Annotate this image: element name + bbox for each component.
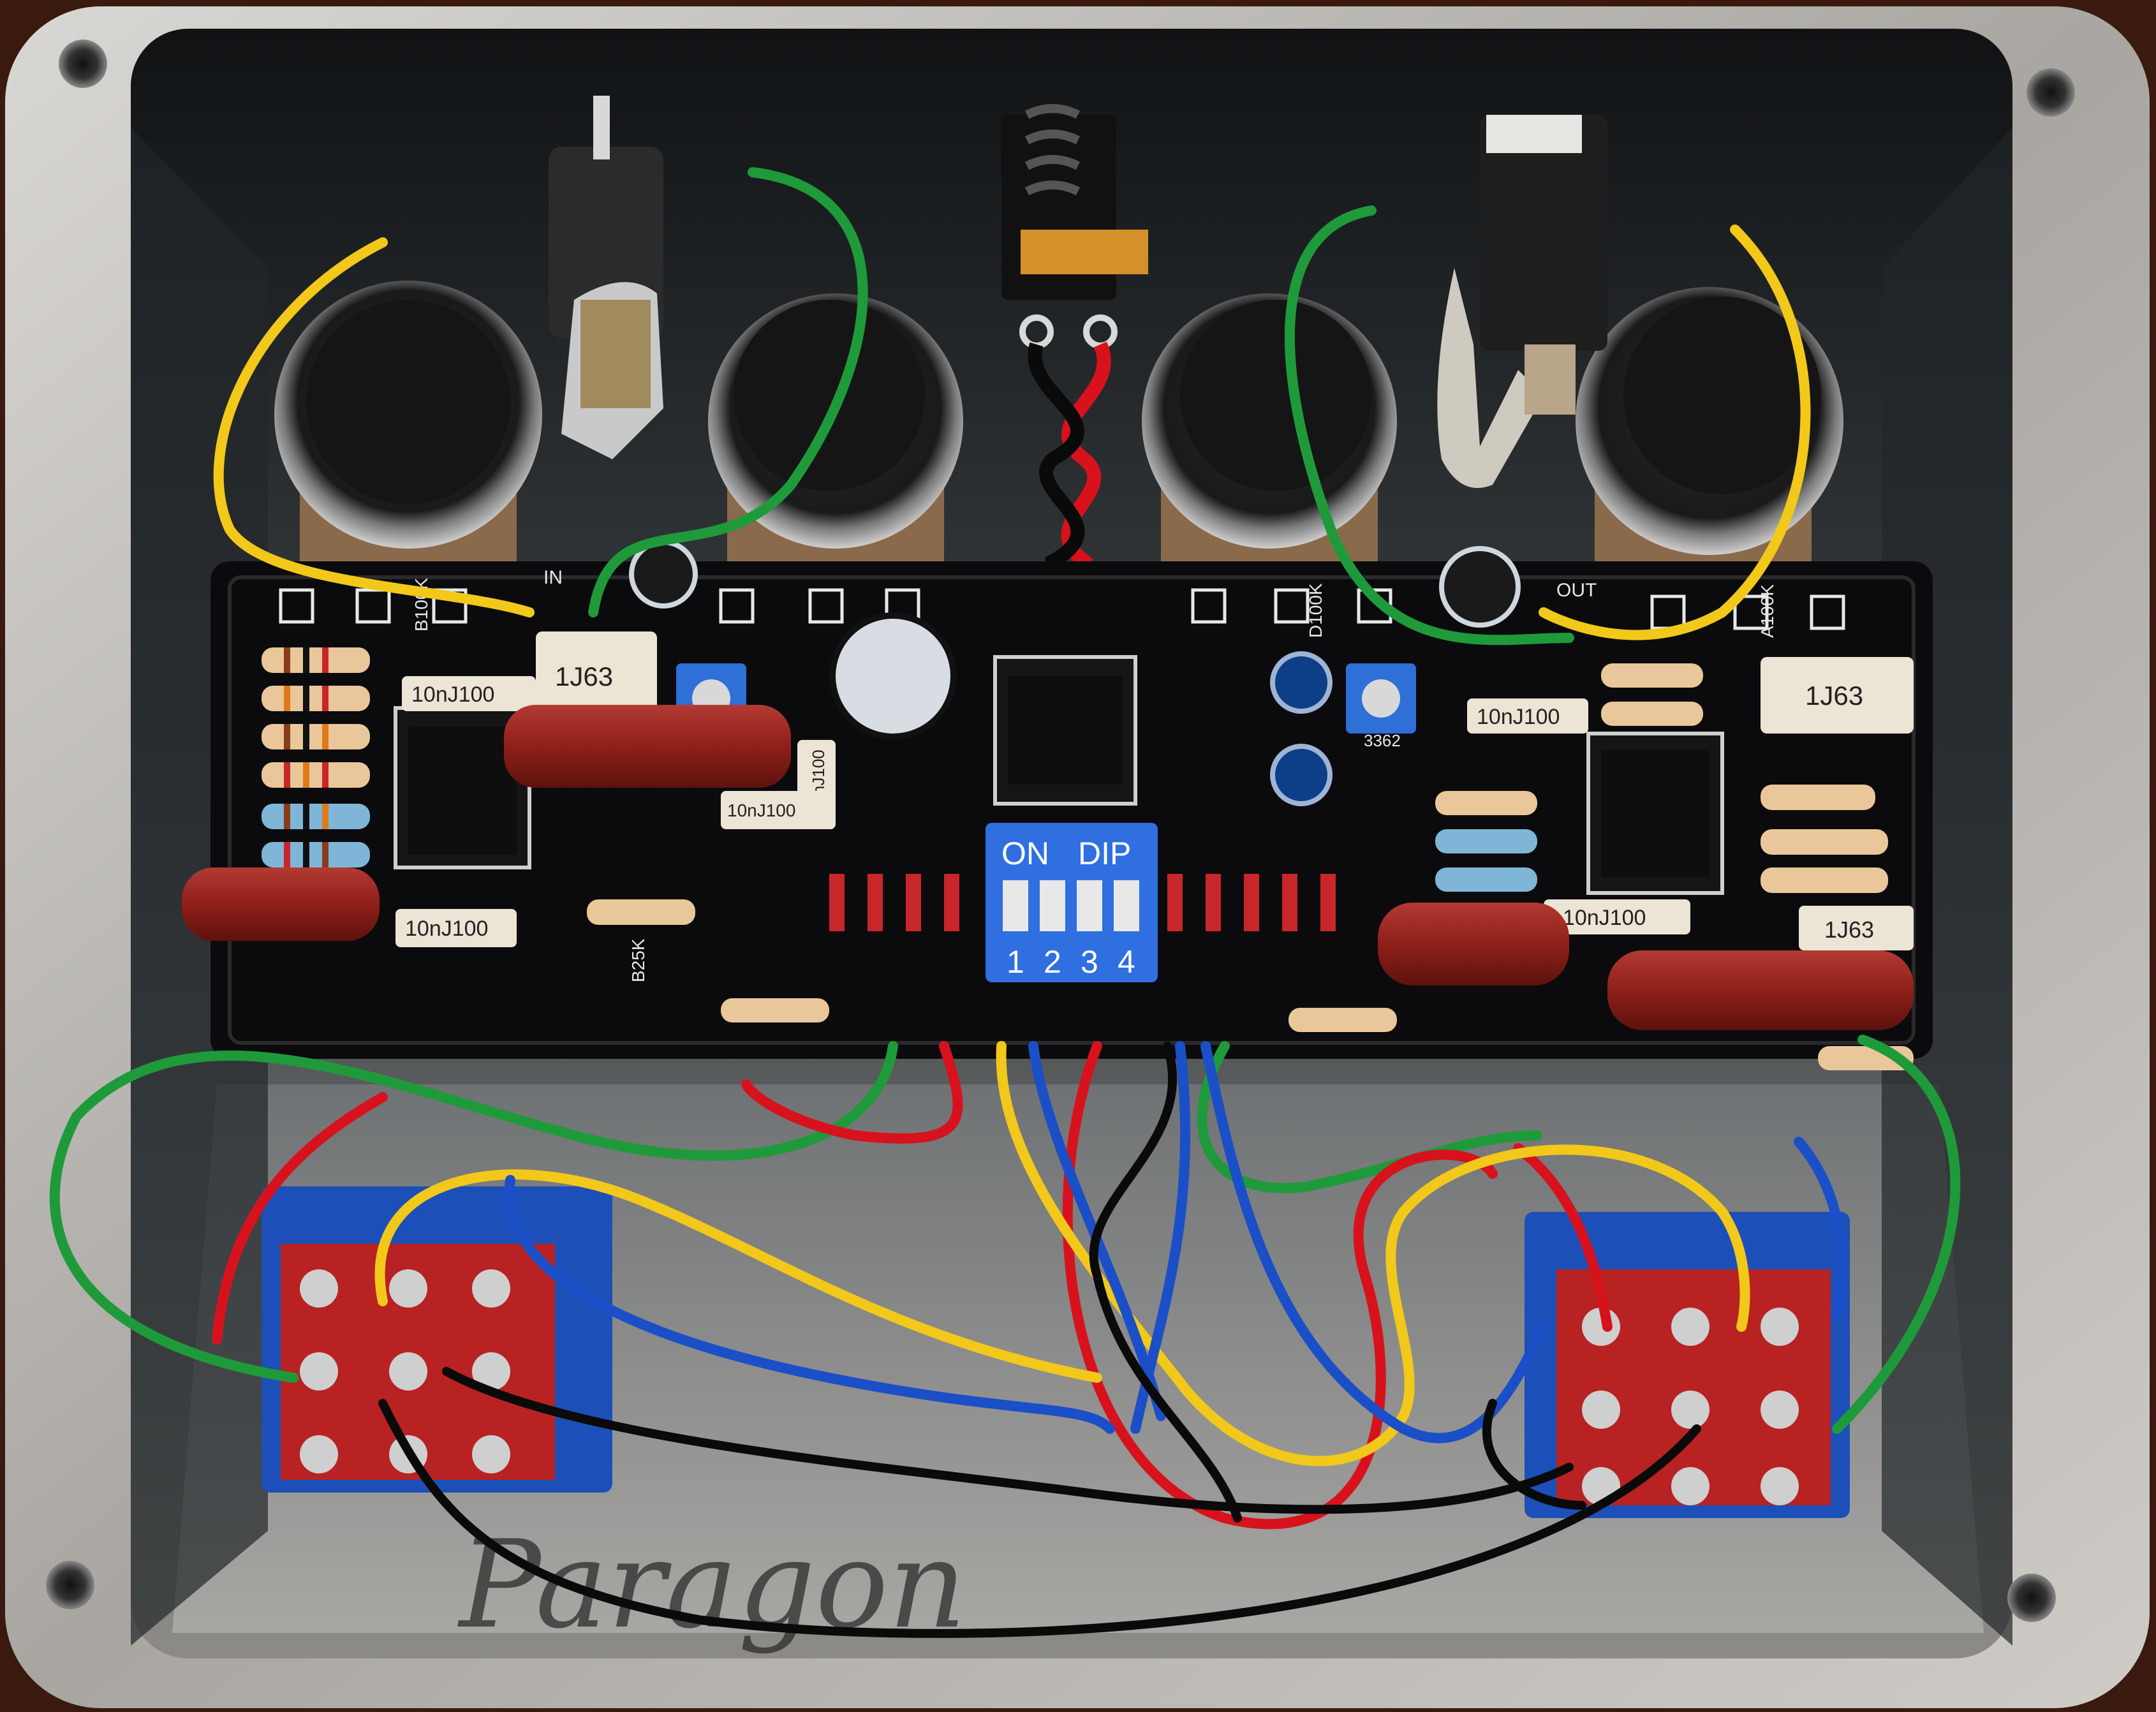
dip-on-label: ON	[1001, 836, 1049, 871]
electrolytic-capacitor	[1270, 651, 1333, 714]
dip-toggle-1[interactable]	[1003, 880, 1028, 931]
potentiometer-3	[1142, 293, 1397, 574]
capacitor-label: 1J63	[1824, 917, 1874, 943]
wire-green	[1197, 1041, 1542, 1193]
dc-power-jack	[1001, 104, 1148, 349]
wire-yellow	[213, 237, 535, 617]
resistor-bank-left	[262, 647, 370, 867]
wire-red	[1062, 1041, 1498, 1530]
potentiometer-4	[1576, 287, 1843, 574]
power-wire-black	[1028, 342, 1085, 626]
resistor	[721, 998, 829, 1022]
wire-green	[1284, 205, 1574, 646]
resistor	[1288, 1008, 1397, 1032]
dip-toggle-2[interactable]	[1040, 880, 1065, 931]
wire-green	[1832, 1035, 1961, 1434]
wire-green	[49, 1041, 898, 1383]
wire-red	[1513, 1143, 1613, 1332]
dip-position-4: 4	[1118, 944, 1135, 980]
potentiometer-2	[708, 293, 963, 574]
pcb-label-in: IN	[543, 567, 563, 588]
wire-black	[1482, 1399, 1586, 1510]
capacitor-label: 10nJ100	[405, 917, 488, 941]
dip-switch[interactable]: ON DIP 1 2 3 4	[986, 823, 1158, 982]
screw-hole	[46, 1561, 94, 1609]
potentiometer-1	[274, 281, 542, 568]
wire-blue	[1028, 1041, 1166, 1421]
capacitor-label: 10nJ100	[411, 683, 494, 707]
box-capacitor: 1J63	[1799, 906, 1914, 950]
dip-position-3: 3	[1081, 944, 1098, 980]
pcb-label-out: OUT	[1556, 580, 1597, 601]
resistor	[587, 899, 695, 925]
opamp-chip-right	[1586, 732, 1724, 895]
capacitor-label: 10nJ100	[727, 801, 795, 820]
screw-hole	[2027, 68, 2075, 117]
capacitor-label: 10nJ100	[1477, 705, 1560, 729]
film-capacitor: 10nJ100	[1467, 698, 1588, 734]
wire-black	[378, 1399, 1701, 1638]
film-capacitor: 10nJ100	[402, 676, 536, 711]
pcb-label-b25k: B25K	[628, 938, 648, 982]
box-capacitor: 1J63	[536, 631, 657, 714]
dip-position-1: 1	[1007, 944, 1024, 980]
output-jack	[1437, 115, 1607, 488]
trimmer-label: 3362	[1364, 731, 1401, 750]
toggle-switch-left[interactable]	[262, 1186, 612, 1493]
diode-row	[829, 874, 1336, 931]
wire-yellow	[374, 1169, 1102, 1383]
film-capacitor: 10nJ100	[395, 909, 517, 947]
wire-black	[1089, 1042, 1242, 1523]
power-wire-red	[1052, 341, 1111, 628]
wire-red	[212, 1092, 388, 1345]
box-capacitor: 1J63	[1761, 657, 1914, 734]
film-capacitor-red	[1607, 950, 1914, 1030]
electrolytic-capacitor	[1270, 744, 1333, 806]
dip-dip-label: DIP	[1078, 836, 1131, 871]
screw-hole	[59, 40, 107, 88]
capacitor-label: 10nJ100	[1563, 906, 1646, 930]
film-capacitor-red	[504, 705, 791, 788]
capacitor-label: 1J63	[1805, 681, 1863, 711]
wire-red	[741, 1041, 963, 1144]
input-jack	[549, 96, 663, 459]
wire-yellow	[996, 1041, 1415, 1466]
screw-hole	[2007, 1574, 2056, 1622]
dip-position-2: 2	[1044, 944, 1061, 980]
film-capacitor-red	[1378, 903, 1569, 985]
wire-green	[588, 167, 868, 617]
film-capacitor: 10nJ100	[721, 791, 836, 829]
wire-blue	[504, 1175, 1115, 1434]
capacitor-label: 1J63	[555, 661, 613, 691]
film-capacitor-red	[182, 867, 380, 941]
wire-yellow	[1539, 225, 1811, 640]
opamp-chip-center	[993, 655, 1137, 806]
film-capacitor: 10nJ100	[1544, 899, 1690, 934]
electrolytic-capacitor	[1439, 546, 1521, 628]
electrolytic-capacitor	[629, 540, 698, 609]
dip-toggle-3[interactable]	[1077, 880, 1102, 931]
electrolytic-capacitor	[829, 612, 957, 740]
toggle-switch-right[interactable]	[1525, 1212, 1850, 1518]
wire-black	[442, 1367, 1574, 1514]
dip-toggle-4[interactable]	[1114, 880, 1139, 931]
wire-blue	[1794, 1137, 1847, 1319]
wire-blue	[1200, 1041, 1549, 1443]
wire-yellow	[1398, 1144, 1750, 1332]
pcb-label-b100k: B100K	[411, 578, 431, 631]
